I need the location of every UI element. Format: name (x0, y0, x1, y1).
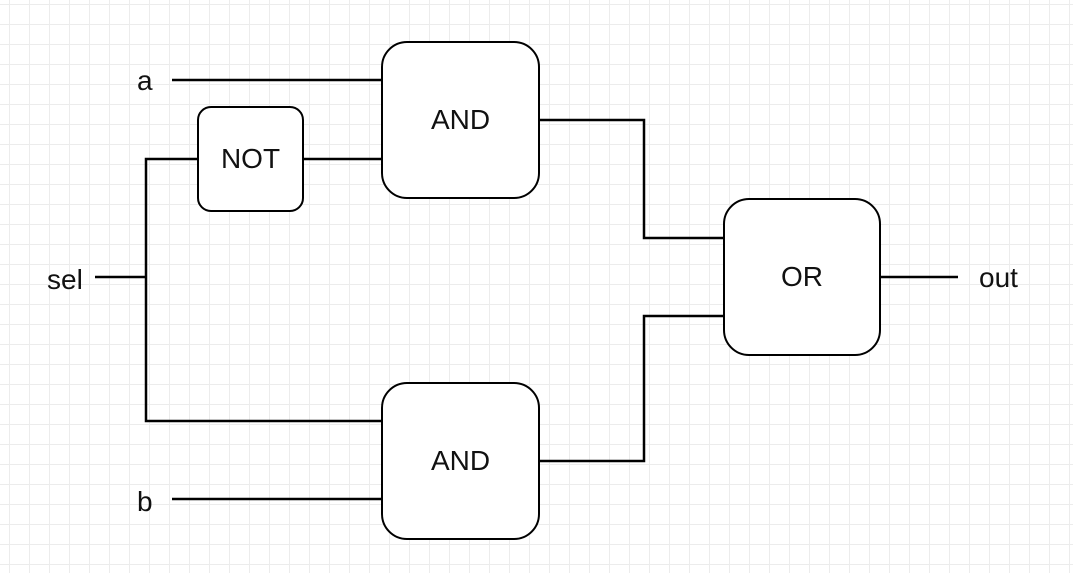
and-gate-bottom[interactable]: AND (381, 382, 540, 540)
or-gate-label: OR (781, 261, 823, 292)
or-gate[interactable]: OR (723, 198, 881, 356)
input-label-sel: sel (47, 264, 83, 295)
input-label-b: b (137, 486, 153, 517)
and-gate-bottom-label: AND (430, 445, 491, 476)
not-gate-label: NOT (220, 143, 281, 174)
wire-and-bottom-to-or (539, 314, 724, 463)
not-gate[interactable]: NOT (197, 106, 304, 212)
input-label-a: a (137, 65, 153, 96)
and-gate-top[interactable]: AND (381, 41, 540, 199)
output-label-out: out (979, 262, 1018, 293)
wire-and-top-to-or (539, 118, 724, 240)
wire-junction-to-and-bottom (144, 277, 382, 423)
and-gate-top-label: AND (430, 104, 491, 135)
wire-junction-to-not (144, 157, 198, 277)
